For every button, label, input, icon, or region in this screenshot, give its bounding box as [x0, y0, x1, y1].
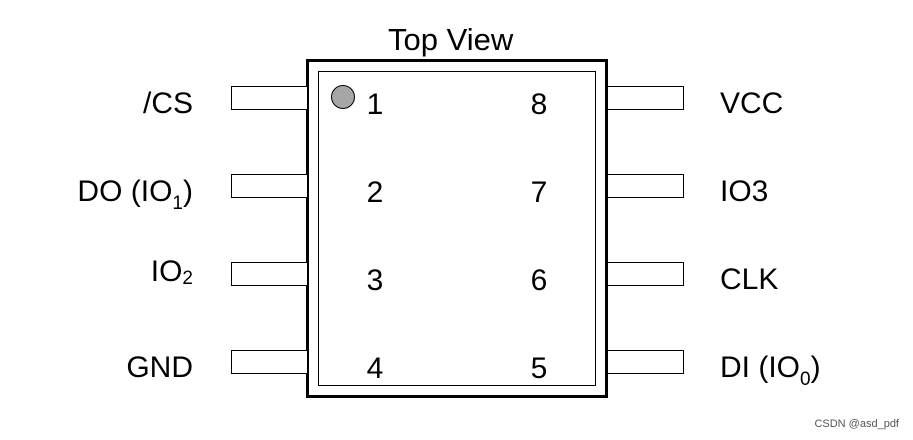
pin-number-1: 1 [366, 88, 384, 121]
pin-label-8-text: VCC [720, 87, 784, 120]
chip-package-outline [306, 59, 608, 398]
pin-label-2-text: DO (IO [77, 175, 173, 208]
pin-label-1-text: /CS [142, 87, 193, 120]
pin-label-2: DO (IO1) [77, 175, 193, 214]
pin-label-7: IO3 [720, 175, 768, 209]
pin-label-6: CLK [720, 263, 778, 297]
pin-label-4-text: GND [126, 351, 193, 384]
pin-lead-1 [231, 86, 307, 110]
pin-lead-4 [231, 350, 307, 374]
pin-label-5-text: DI (IO [720, 351, 800, 384]
pin-label-5-subscript: 0 [800, 369, 811, 390]
pin-label-6-text: CLK [720, 263, 779, 296]
pin-number-4: 4 [366, 352, 384, 385]
pin-lead-3 [231, 262, 307, 286]
pin-number-5: 5 [530, 352, 548, 385]
pin-lead-2 [231, 174, 307, 198]
pin-label-2-suffix: ) [183, 175, 193, 208]
diagram-title: Top View [388, 22, 514, 57]
pin-label-5-suffix: ) [810, 351, 821, 384]
pin-label-1: /CS [143, 87, 193, 121]
pin-number-2: 2 [366, 176, 384, 209]
pin-lead-7 [608, 174, 684, 198]
pin-lead-8 [608, 86, 684, 110]
pin-number-3: 3 [366, 264, 384, 297]
pin-label-7-text: IO3 [720, 175, 769, 208]
pin-lead-5 [608, 350, 684, 374]
pin-label-5: DI (IO0) [720, 351, 821, 390]
pin-label-4: GND [126, 351, 193, 385]
chip-package-inner-outline [318, 71, 596, 386]
pin-label-8: VCC [720, 87, 783, 121]
pin-label-3-subscript: 2 [182, 268, 193, 289]
pin-label-3: IO2 [151, 255, 193, 293]
pin-lead-6 [608, 262, 684, 286]
pin-number-6: 6 [530, 264, 548, 297]
pin-number-8: 8 [530, 88, 548, 121]
pin1-marker-dot [331, 85, 355, 109]
watermark: CSDN @asd_pdf [814, 418, 899, 430]
pin-label-3-text: IO [150, 255, 183, 288]
pin-number-7: 7 [530, 176, 548, 209]
pin-label-2-subscript: 1 [172, 193, 183, 214]
